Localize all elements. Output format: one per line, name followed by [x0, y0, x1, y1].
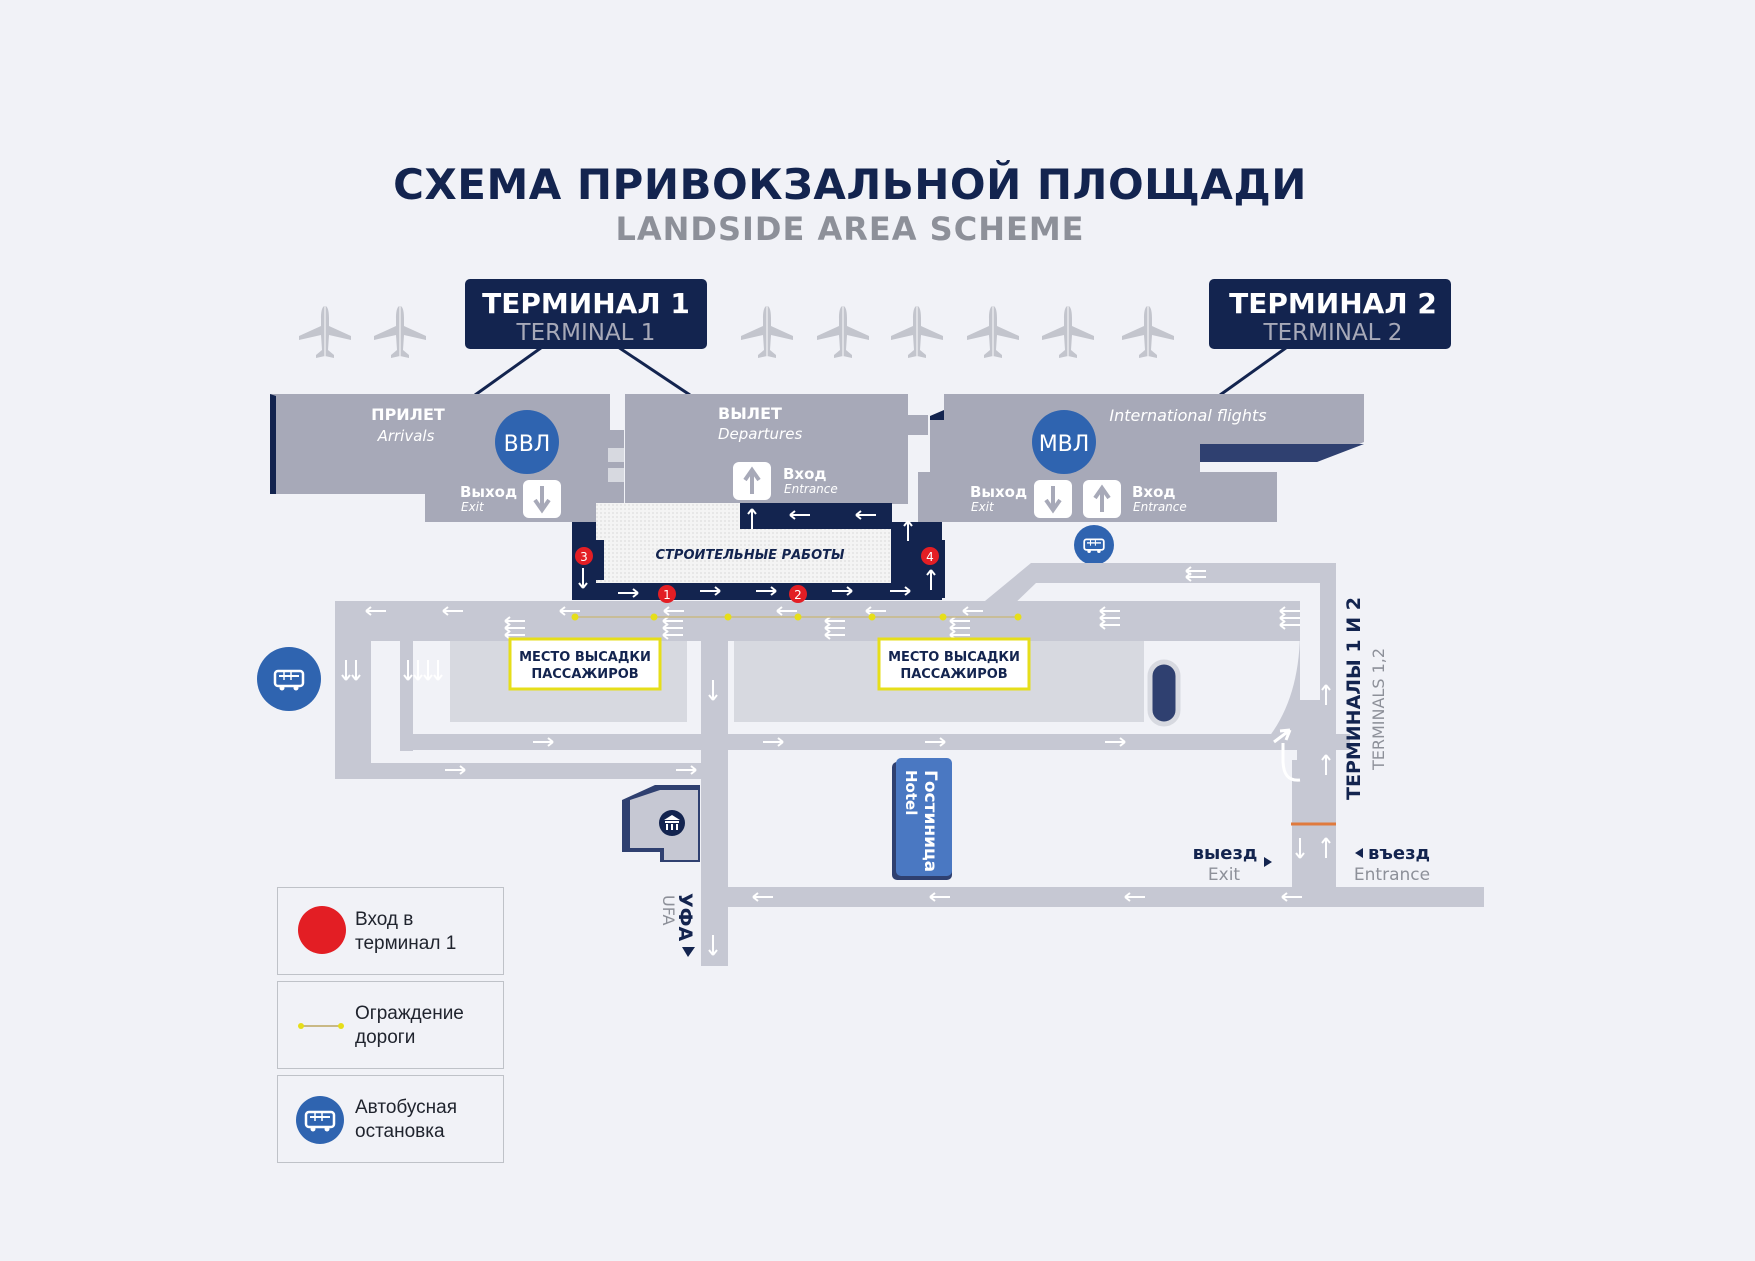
- road-entrance-label: въезд: [1368, 843, 1430, 864]
- ufa-arrow: [682, 947, 695, 957]
- entrance-marker-2: 2: [789, 585, 807, 603]
- international-label: International flights: [1109, 406, 1266, 425]
- pedestrian-island: [1147, 659, 1181, 727]
- terminals-label: ТЕРМИНАЛЫ 1 И 2: [1343, 597, 1365, 800]
- hotel-building: Гостиница Hotel: [892, 758, 952, 880]
- terminal1-label: ТЕРМИНАЛ 1: [482, 287, 690, 320]
- museum-icon: [664, 815, 680, 830]
- entrance-marker-1: 1: [658, 585, 676, 603]
- terminal2-label: ТЕРМИНАЛ 2: [1229, 287, 1437, 320]
- svg-text:2: 2: [794, 588, 802, 602]
- arrow-up-icon: [1083, 480, 1121, 518]
- dropoff-zone-1: МЕСТО ВЫСАДКИ ПАССАЖИРОВ: [508, 637, 662, 691]
- exit-label-t1: Выход: [460, 483, 517, 501]
- arrow-down-icon: [523, 480, 561, 518]
- entrance-marker-4: 4: [921, 547, 939, 565]
- bus-stop-t2: [1074, 525, 1114, 565]
- road-entrance-arrow: [1355, 848, 1363, 858]
- road-exit-label-en: Exit: [1208, 865, 1241, 885]
- entrance-label-t2: Вход: [1132, 483, 1176, 501]
- exit-label-t1-en: Exit: [461, 500, 485, 514]
- arrow-down-icon: [1034, 480, 1072, 518]
- airplane-icon: [299, 306, 1174, 358]
- hotel-label: Гостиница: [920, 770, 940, 872]
- svg-text:ПАССАЖИРОВ: ПАССАЖИРОВ: [531, 667, 638, 682]
- bus-stop-left: [257, 647, 321, 711]
- page-title: СХЕМА ПРИВОКЗАЛЬНОЙ ПЛОЩАДИ: [393, 160, 1307, 209]
- road-to-entrance: [1336, 887, 1484, 907]
- fence-swatch: [298, 1023, 344, 1029]
- legend-fence-label: Ограждение дороги: [355, 1003, 464, 1048]
- entrance-marker-swatch: [298, 906, 346, 954]
- terminal1-label-en: TERMINAL 1: [516, 320, 656, 346]
- mvl-badge: МВЛ: [1039, 432, 1090, 457]
- departures-label-en: Departures: [718, 425, 802, 443]
- construction-label: СТРОИТЕЛЬНЫЕ РАБОТЫ: [656, 548, 845, 563]
- road-exit-arrow: [1264, 857, 1272, 867]
- road-fence: [571, 613, 1022, 621]
- legend-entrance: Вход в терминал 1: [277, 887, 504, 975]
- arrivals-label: ПРИЛЕТ: [371, 405, 445, 424]
- svg-text:ПАССАЖИРОВ: ПАССАЖИРОВ: [900, 667, 1007, 682]
- page-subtitle: LANDSIDE AREA SCHEME: [615, 210, 1085, 248]
- arrow-up-icon: [733, 462, 771, 500]
- road-arrows: [341, 566, 1331, 956]
- hotel-label-en: Hotel: [902, 770, 920, 815]
- terminal2-label-en: TERMINAL 2: [1263, 320, 1403, 346]
- departures-label: ВЫЛЕТ: [718, 404, 782, 423]
- road-exit-label: выезд: [1193, 843, 1258, 864]
- vvl-badge: ВВЛ: [504, 432, 551, 457]
- entrance-label-t1: Вход: [783, 465, 827, 483]
- legend-entrance-label: Вход в терминал 1: [355, 909, 457, 954]
- road-network: [335, 563, 1483, 966]
- ufa-label-en: UFA: [659, 895, 678, 925]
- entrance-label-t2-en: Entrance: [1133, 500, 1187, 514]
- svg-text:4: 4: [926, 550, 934, 564]
- road-entrance-label-en: Entrance: [1354, 865, 1430, 885]
- exit-label-t2: Выход: [970, 483, 1027, 501]
- entrance-label-t1-en: Entrance: [784, 482, 838, 496]
- legend-bus-label: Автобусная остановка: [355, 1097, 458, 1142]
- terminal1-building: [270, 394, 928, 522]
- arrivals-label-en: Arrivals: [377, 427, 435, 445]
- construction-area: [572, 503, 945, 600]
- svg-text:1: 1: [663, 588, 671, 602]
- museum-building: [622, 785, 700, 862]
- svg-text:3: 3: [580, 550, 588, 564]
- dropoff-zone-2: МЕСТО ВЫСАДКИ ПАССАЖИРОВ: [877, 637, 1031, 691]
- legend-fence: Ограждение дороги: [277, 981, 504, 1069]
- legend-bus: Автобусная остановка: [277, 1075, 504, 1163]
- bus-icon: [296, 1096, 344, 1144]
- terminal2-building: [918, 394, 1364, 522]
- terminal1-callout: ТЕРМИНАЛ 1 TERMINAL 1: [465, 279, 707, 397]
- entrance-marker-3: 3: [575, 547, 593, 565]
- exit-label-t2-en: Exit: [971, 500, 995, 514]
- terminal2-callout: ТЕРМИНАЛ 2 TERMINAL 2: [1209, 279, 1451, 397]
- terminals-label-en: TERMINALS 1,2: [1369, 648, 1388, 771]
- ufa-label: УФА: [674, 893, 696, 941]
- svg-text:МЕСТО ВЫСАДКИ: МЕСТО ВЫСАДКИ: [519, 650, 651, 665]
- svg-text:МЕСТО ВЫСАДКИ: МЕСТО ВЫСАДКИ: [888, 650, 1020, 665]
